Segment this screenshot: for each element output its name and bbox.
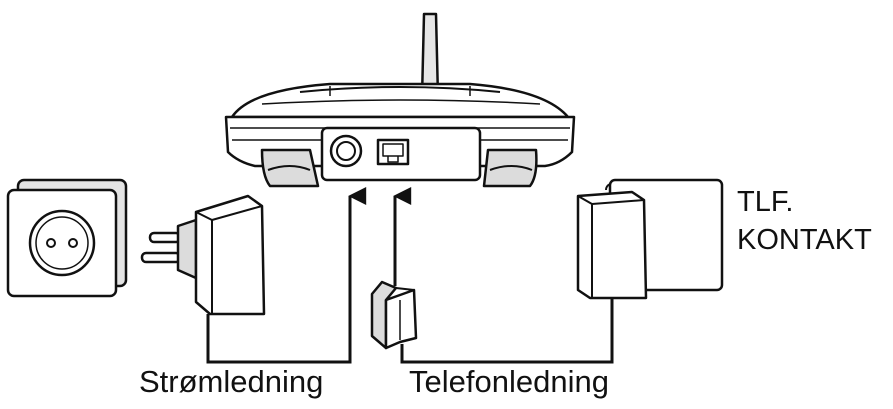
right-foot xyxy=(482,148,538,188)
power-cord-label: Strømledning xyxy=(139,364,324,399)
phone-cord-to-outlet xyxy=(400,298,614,364)
cables xyxy=(206,187,614,364)
phone-plug xyxy=(370,280,418,350)
phone-cord-label: Telefonledning xyxy=(409,364,609,399)
power-cord xyxy=(206,187,367,364)
phone-outlet-label-line2: KONTAKT xyxy=(737,224,872,256)
power-adapter xyxy=(140,194,266,316)
left-foot xyxy=(260,148,320,188)
base-station xyxy=(224,12,576,188)
wall-socket xyxy=(6,178,128,298)
phone-outlet-label-line1: TLF. xyxy=(737,186,794,218)
phone-wall-outlet xyxy=(576,178,724,300)
